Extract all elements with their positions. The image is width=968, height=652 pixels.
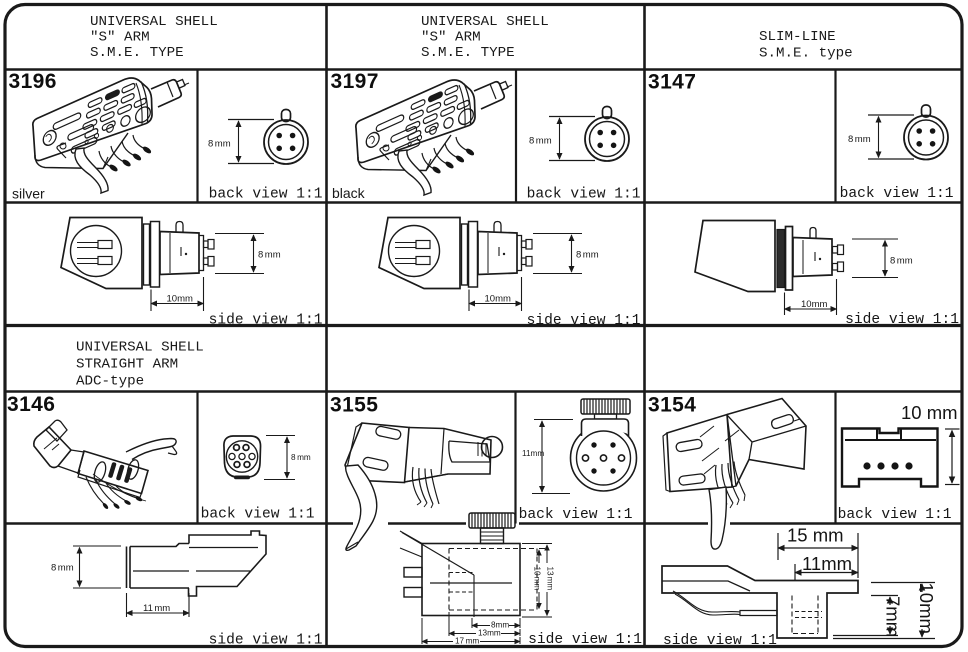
svg-text:"S" ARM: "S" ARM (421, 30, 481, 46)
svg-text:8mm: 8mm (491, 621, 509, 630)
svg-text:10mm: 10mm (801, 299, 827, 310)
svg-text:13mm: 13mm (478, 629, 501, 638)
svg-text:S.M.E. TYPE: S.M.E. TYPE (90, 45, 184, 61)
svg-text:"S" ARM: "S" ARM (90, 30, 150, 46)
svg-text:UNIVERSAL SHELL: UNIVERSAL SHELL (90, 14, 218, 30)
svg-text:3196: 3196 (9, 70, 57, 93)
svg-text:10 mm: 10 mm (901, 402, 958, 423)
svg-text:back view 1:1: back view 1:1 (527, 187, 641, 203)
svg-text:S.M.E. type: S.M.E. type (759, 46, 853, 62)
svg-text:3154: 3154 (648, 394, 696, 417)
svg-text:3155: 3155 (330, 394, 378, 417)
svg-text:7mm: 7mm (883, 596, 904, 637)
svg-text:STRAIGHT ARM: STRAIGHT ARM (76, 357, 178, 373)
svg-text:back view 1:1: back view 1:1 (838, 507, 952, 523)
svg-text:side view 1:1: side view 1:1 (209, 313, 323, 329)
svg-text:13mm: 13mm (546, 567, 555, 591)
svg-text:side view 1:1: side view 1:1 (528, 632, 642, 648)
svg-text:10mm: 10mm (916, 583, 937, 634)
svg-text:black: black (332, 185, 366, 201)
svg-text:back view 1:1: back view 1:1 (840, 186, 954, 202)
svg-text:8mm: 8mm (890, 256, 913, 267)
svg-text:back view 1:1: back view 1:1 (519, 507, 633, 523)
svg-text:11mm: 11mm (143, 603, 170, 614)
svg-text:UNIVERSAL SHELL: UNIVERSAL SHELL (421, 14, 549, 30)
svg-text:silver: silver (12, 186, 45, 202)
svg-text:side view 1:1: side view 1:1 (663, 633, 777, 649)
svg-text:11mm: 11mm (522, 449, 544, 458)
svg-text:back view 1:1: back view 1:1 (201, 507, 315, 523)
svg-text:8mm: 8mm (51, 563, 74, 574)
svg-text:back view 1:1: back view 1:1 (209, 187, 323, 203)
svg-text:3147: 3147 (648, 71, 696, 94)
svg-text:side view 1:1: side view 1:1 (209, 633, 323, 649)
svg-text:UNIVERSAL SHELL: UNIVERSAL SHELL (76, 340, 204, 356)
svg-text:11mm: 11mm (802, 553, 852, 574)
svg-text:ADC-type: ADC-type (76, 374, 144, 390)
svg-text:10mm: 10mm (533, 567, 542, 591)
svg-text:side view 1:1: side view 1:1 (527, 313, 641, 329)
svg-text:15 mm: 15 mm (787, 525, 844, 546)
svg-text:SLIM-LINE: SLIM-LINE (759, 29, 836, 45)
svg-text:3146: 3146 (7, 393, 55, 416)
svg-text:3197: 3197 (331, 70, 379, 93)
svg-text:8mm: 8mm (291, 453, 311, 462)
svg-text:S.M.E. TYPE: S.M.E. TYPE (421, 45, 515, 61)
svg-text:side view 1:1: side view 1:1 (845, 312, 959, 328)
